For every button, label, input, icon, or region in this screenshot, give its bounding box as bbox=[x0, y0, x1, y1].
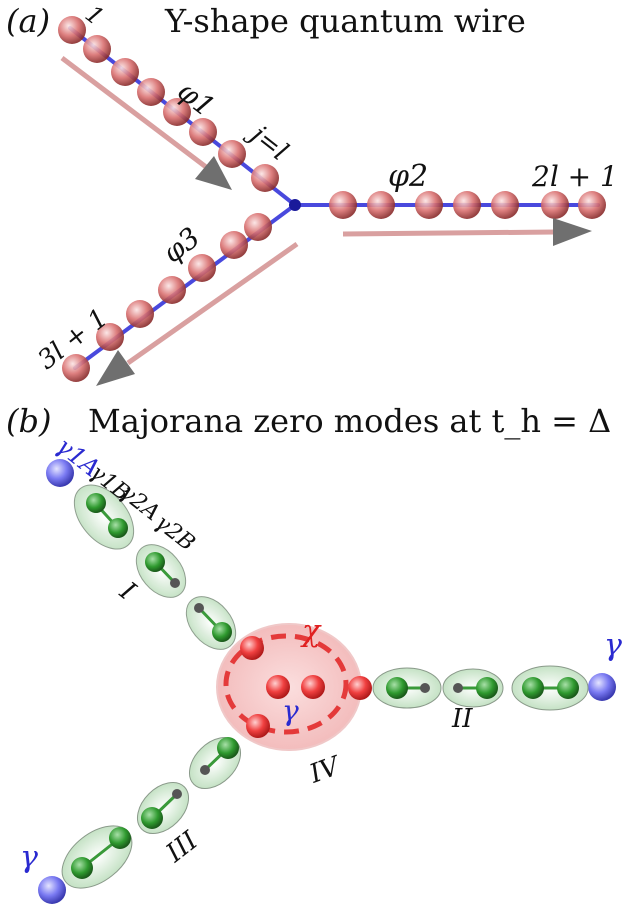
sites-arm-2 bbox=[329, 191, 606, 219]
junction-majorana bbox=[240, 636, 264, 660]
gamma-right-label: γ bbox=[604, 628, 622, 663]
junction-site-label: j=l bbox=[241, 117, 293, 167]
junction-majorana bbox=[301, 675, 325, 699]
site bbox=[541, 191, 569, 219]
gamma-center-label: γ bbox=[282, 694, 299, 727]
junction-majorana bbox=[266, 675, 290, 699]
panel-a: (a) 1 Y-shape quantum wire φ1 j=l φ2 2l … bbox=[6, 0, 618, 386]
majorana-dot bbox=[217, 737, 239, 759]
segment-I-label: I bbox=[113, 576, 141, 607]
chi-label: χ bbox=[300, 614, 322, 649]
site bbox=[188, 254, 216, 282]
arrow-arm-3-head bbox=[96, 350, 135, 386]
majorana-dot bbox=[212, 622, 232, 642]
segment-II-label: II bbox=[451, 704, 473, 734]
phi2-label: φ2 bbox=[388, 159, 428, 194]
majorana-dot-small bbox=[453, 683, 463, 693]
sites-arm-1 bbox=[58, 16, 279, 192]
arrow-arm-3-shaft bbox=[126, 241, 299, 366]
majorana-dot-small bbox=[194, 603, 204, 613]
panel-b-title: Majorana zero modes at t_h = Δ bbox=[88, 402, 611, 440]
segment-IV-label: IV bbox=[305, 751, 346, 790]
majorana-dot bbox=[476, 677, 498, 699]
site bbox=[453, 191, 481, 219]
site bbox=[218, 140, 246, 168]
junction-region bbox=[216, 623, 372, 751]
site bbox=[58, 16, 86, 44]
gamma-bottom-label: γ bbox=[20, 840, 38, 875]
site bbox=[220, 231, 248, 259]
majorana-dot bbox=[386, 677, 408, 699]
majorana-dot bbox=[108, 518, 128, 538]
site bbox=[244, 213, 272, 241]
majorana-dot bbox=[145, 552, 165, 572]
segment-III-label: III bbox=[160, 825, 204, 869]
free-majorana-top bbox=[46, 459, 74, 487]
site bbox=[329, 191, 357, 219]
chi-loop bbox=[223, 633, 349, 735]
free-majorana-bottom bbox=[38, 876, 66, 904]
majorana-dot bbox=[141, 807, 163, 829]
majorana-pair-ellipse bbox=[189, 737, 241, 789]
site bbox=[367, 191, 395, 219]
majorana-dot bbox=[522, 677, 544, 699]
site bbox=[158, 276, 186, 304]
majorana-dot bbox=[86, 493, 106, 513]
arm-II-pairs bbox=[372, 665, 589, 711]
site bbox=[163, 98, 191, 126]
site bbox=[83, 35, 111, 63]
site bbox=[111, 58, 139, 86]
arrow-arm-2-shaft bbox=[342, 229, 556, 237]
majorana-dot bbox=[109, 827, 131, 849]
site bbox=[491, 191, 519, 219]
panel-a-tag: (a) bbox=[6, 2, 50, 40]
junction-majorana bbox=[348, 676, 372, 700]
junction-point bbox=[289, 199, 301, 211]
junction-majorana bbox=[246, 714, 270, 738]
site bbox=[126, 300, 154, 328]
panel-a-title: Y-shape quantum wire bbox=[164, 2, 526, 40]
end-site-2-label: 2l + 1 bbox=[531, 160, 618, 193]
arm-I-pairs bbox=[73, 484, 237, 650]
majorana-dot-small bbox=[200, 765, 210, 775]
arrow-arm-2-head bbox=[553, 218, 592, 246]
majorana-dot bbox=[71, 857, 93, 879]
site bbox=[578, 191, 606, 219]
site bbox=[137, 78, 165, 106]
site bbox=[251, 164, 279, 192]
arm-III-pairs bbox=[61, 737, 241, 889]
majorana-dot-small bbox=[420, 683, 430, 693]
arrow-arm-1-head bbox=[195, 156, 232, 190]
arrow-arm-1-shaft bbox=[60, 56, 212, 172]
majorana-dot-small bbox=[170, 578, 180, 588]
site bbox=[415, 191, 443, 219]
panel-b-tag: (b) bbox=[6, 402, 51, 440]
panel-b: (b) Majorana zero modes at t_h = Δ bbox=[6, 402, 622, 904]
free-majorana-right bbox=[588, 673, 616, 701]
site bbox=[189, 118, 217, 146]
majorana-dot-small bbox=[172, 789, 182, 799]
site bbox=[62, 354, 90, 382]
majorana-dot bbox=[557, 677, 579, 699]
site bbox=[96, 323, 124, 351]
sites-arm-3 bbox=[62, 213, 272, 382]
flux-arrows bbox=[60, 56, 592, 386]
